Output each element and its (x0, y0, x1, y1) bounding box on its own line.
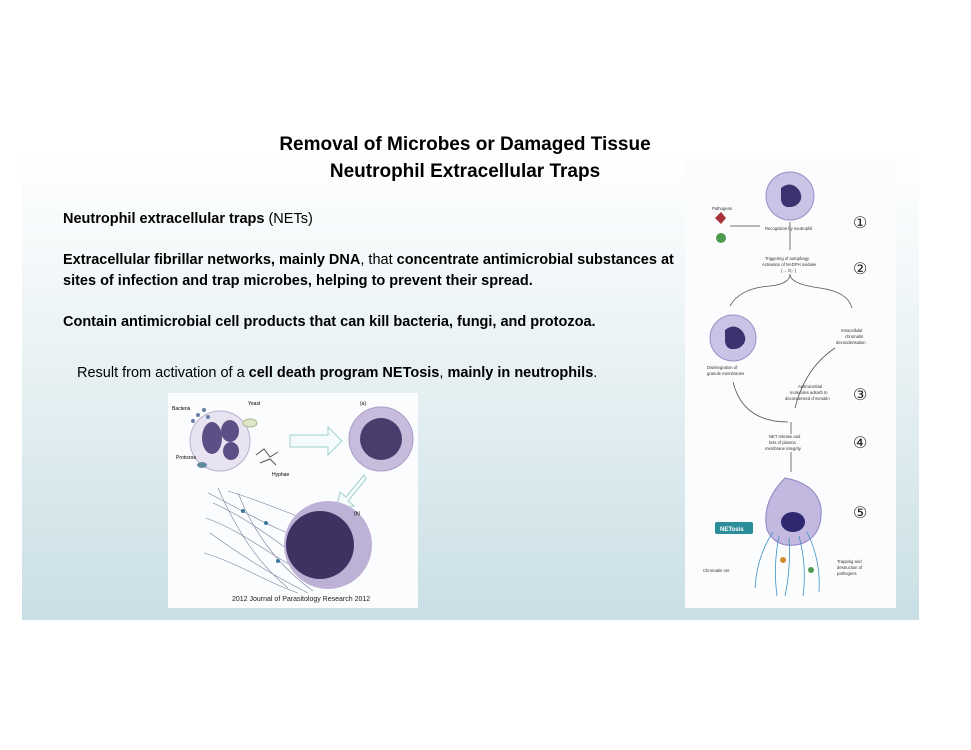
triggering-label: Triggering of autophagy (765, 256, 810, 261)
bacteria-dot (202, 408, 206, 412)
bacteria-dot (196, 413, 200, 417)
chromatin-label: chromatin (845, 334, 864, 339)
pathway-arrows (729, 222, 853, 309)
pathogens2-label: pathogens (837, 571, 857, 576)
netosis-pathway-figure: Pathogens Recognition by neutrophil Trig… (685, 160, 896, 608)
loss-label: loss of plasma (769, 440, 796, 445)
netosis-badge (715, 522, 753, 534)
yeast-label: Yeast (248, 401, 261, 407)
nucleus-icon (725, 326, 746, 350)
netosis-badge-label: NETosis (720, 527, 744, 533)
netosis-cell (765, 477, 822, 546)
decondensed-label: decondensed chromatin (785, 396, 830, 401)
networks-bold2: concentrate antimicrobial substances at … (63, 252, 674, 289)
trapped-microbe (264, 521, 268, 525)
nucleus-lobe (202, 422, 222, 454)
net-release-label: NET release and (769, 434, 801, 439)
slide-title-line2: Neutrophil Extracellular Traps (329, 161, 601, 182)
networks-bold1: Extracellular fibrillar networks, mainly… (63, 252, 361, 268)
paragraph-antimicrobial: Contain antimicrobial cell products that… (63, 314, 596, 330)
stage-a-label: (a) (360, 401, 366, 407)
recognition-label: Recognition by neutrophil (765, 226, 812, 231)
o2-label: (→ O₂⁻) (781, 268, 797, 273)
disintegration-label: Disintegration of (707, 365, 738, 370)
netosis-mid: , (439, 365, 448, 381)
intracellular-label: Intracellular (841, 328, 863, 333)
hyphae-strands (255, 448, 279, 466)
decondensation-label: decondensation (836, 340, 866, 345)
pathogen-icon (716, 233, 726, 243)
step-1: ① (853, 215, 867, 232)
chromatin-net-label: Chromatin net (703, 568, 730, 573)
granule-label: granule membranes (707, 371, 744, 376)
step-4: ④ (853, 435, 867, 452)
figure-caption: 2012 Journal of Parasitology Research 20… (232, 596, 370, 603)
integrity-label: membrane integrity (765, 446, 802, 451)
antimicrobial-label: Antimicrobial (798, 384, 822, 389)
arrow-right-icon (289, 425, 343, 457)
pathogen-icon (715, 212, 726, 224)
netosis-bold: cell death program NETosis (248, 365, 440, 381)
protozoa-label: Protozoa (176, 455, 196, 461)
pathway-arrows (732, 347, 836, 434)
step-3: ③ (853, 387, 867, 404)
netosis-pathway-diagram: Pathogens Recognition by neutrophil Trig… (703, 171, 867, 597)
bacteria-dot (206, 415, 210, 419)
decondensed-chromatin (360, 418, 402, 460)
bacteria-label: Bacteria (172, 406, 191, 412)
step-2: ② (853, 261, 867, 278)
paragraph-nets: Neutrophil extracellular traps (NETs) (63, 209, 693, 230)
paragraph-netosis: Result from activation of a cell death p… (77, 363, 697, 384)
paragraph-networks: Extracellular fibrillar networks, mainly… (63, 250, 693, 292)
nets-abbrev: (NETs) (264, 211, 313, 227)
hyphae-label: Hyphae (272, 472, 289, 478)
net-formation-figure: Bacteria Yeast Protozoa Hyphae (a) (b) 2 (168, 393, 418, 608)
slide-title-line1: Removal of Microbes or Damaged Tissue (279, 134, 651, 155)
step-5: ⑤ (853, 505, 867, 522)
nucleus-icon (781, 184, 802, 208)
destruction-label: destruction of (837, 565, 863, 570)
protozoa-cell (197, 462, 207, 468)
netosis-pre: Result from activation of a (77, 365, 249, 381)
lysed-cell-core (286, 511, 354, 579)
activation-label: Activation of NADPH oxidase (762, 262, 817, 267)
trapping-label: Trapping and (837, 559, 862, 564)
trapped-microbe (276, 559, 280, 563)
networks-normal: , that (360, 252, 397, 268)
netosis-bold2: mainly in neutrophils (447, 365, 594, 381)
nucleus-icon (781, 512, 805, 532)
molecules-label: molecules adsorb to (790, 390, 828, 395)
nets-term: Neutrophil extracellular traps (63, 211, 265, 227)
trapped-pathogen (780, 557, 786, 563)
yeast-cell (242, 418, 258, 428)
nucleus-lobe (223, 442, 239, 460)
chromatin-net-strands (754, 531, 820, 597)
trapped-pathogen (808, 567, 814, 573)
bacteria-dot (191, 419, 195, 423)
stage-b-label: (b) (354, 511, 360, 517)
netosis-end: . (593, 365, 598, 381)
nucleus-lobe (221, 420, 239, 442)
trapped-microbe (241, 509, 245, 513)
net-formation-illustration: Bacteria Yeast Protozoa Hyphae (a) (b) 2 (172, 401, 414, 603)
pathogens-label: Pathogens (712, 206, 732, 211)
